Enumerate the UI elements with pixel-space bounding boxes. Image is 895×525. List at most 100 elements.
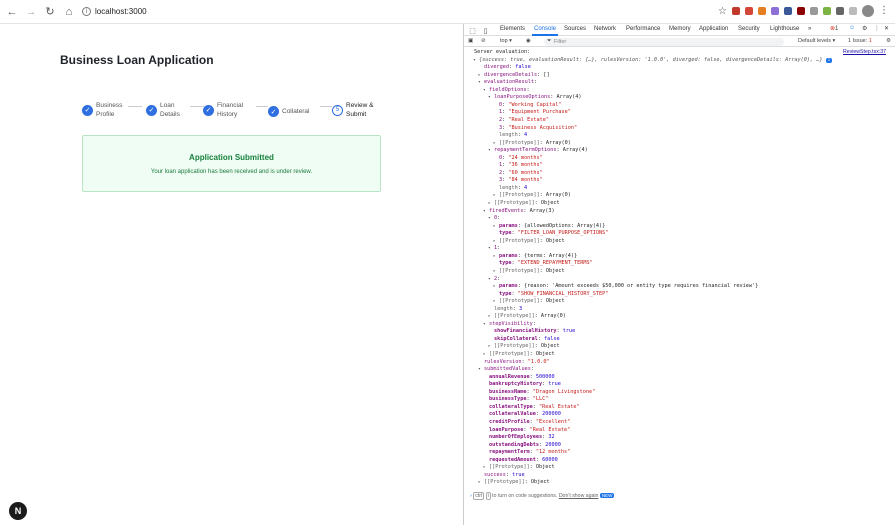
close-devtools-icon[interactable]: ✕ bbox=[884, 26, 890, 32]
site-info-icon[interactable]: i bbox=[82, 7, 91, 16]
tab-application[interactable]: Application bbox=[699, 26, 729, 32]
extension-icon-red[interactable] bbox=[732, 7, 740, 15]
home-icon[interactable]: ⌂ bbox=[65, 5, 73, 18]
console-line[interactable]: ▾2: bbox=[488, 276, 500, 284]
console-line[interactable]: ▾firedEvents: Array(3) bbox=[483, 208, 555, 216]
issues-counter[interactable]: 1 Issue: 1 bbox=[848, 38, 872, 44]
collapsed-triangle-icon[interactable]: ▸ bbox=[488, 344, 491, 350]
expanded-triangle-icon[interactable]: ▾ bbox=[488, 95, 491, 101]
extension-icon-grey[interactable] bbox=[810, 7, 818, 15]
extension-icon-blue[interactable] bbox=[784, 7, 792, 15]
collapsed-triangle-icon[interactable]: ▸ bbox=[493, 193, 496, 199]
extensions-puzzle-icon[interactable] bbox=[836, 7, 844, 15]
bookmark-star-icon[interactable]: ☆ bbox=[718, 5, 727, 17]
tab-console[interactable]: Console bbox=[534, 26, 557, 32]
tab-memory[interactable]: Memory bbox=[669, 26, 691, 32]
console-line[interactable]: ▸[[Prototype]]: Array(0) bbox=[493, 192, 571, 200]
expanded-triangle-icon[interactable]: ▾ bbox=[478, 367, 481, 373]
tab-performance[interactable]: Performance bbox=[626, 26, 661, 32]
collapsed-triangle-icon[interactable]: ▸ bbox=[488, 201, 491, 206]
extension-icon-darkred[interactable] bbox=[797, 7, 805, 15]
console-line[interactable]: ▸[[Prototype]]: Object bbox=[483, 351, 555, 359]
collapsed-triangle-icon[interactable]: ▸ bbox=[488, 314, 491, 320]
forward-icon[interactable]: → bbox=[25, 5, 37, 18]
console-line[interactable]: ▸[[Prototype]]: Object bbox=[478, 479, 550, 487]
console-settings-icon[interactable]: ⚙ bbox=[886, 38, 891, 44]
expanded-triangle-icon[interactable]: ▾ bbox=[478, 80, 481, 86]
log-levels-dropdown[interactable]: Default levels ▾ bbox=[798, 38, 836, 44]
extension-icon-gmail[interactable] bbox=[745, 7, 753, 15]
expanded-triangle-icon[interactable]: ▾ bbox=[483, 321, 486, 327]
filter-input[interactable]: Filter bbox=[544, 38, 784, 46]
extension-icon-purple[interactable] bbox=[771, 7, 779, 15]
collapsed-triangle-icon[interactable]: ▸ bbox=[478, 72, 481, 78]
expanded-triangle-icon[interactable]: ▾ bbox=[488, 246, 491, 252]
nextjs-dev-badge[interactable]: N bbox=[9, 502, 27, 520]
devtools-menu-icon[interactable]: ⋮ bbox=[874, 26, 880, 32]
console-line[interactable]: ▾1: bbox=[488, 245, 500, 253]
console-line[interactable]: ▸params: {allowedOptions: Array(4)} bbox=[493, 223, 605, 231]
expanded-triangle-icon[interactable]: ▾ bbox=[483, 208, 486, 214]
console-line[interactable]: ▾loanPurposeOptions: Array(4) bbox=[488, 94, 581, 102]
collapsed-triangle-icon[interactable]: ▸ bbox=[483, 465, 486, 471]
collapsed-triangle-icon[interactable]: ▸ bbox=[493, 284, 496, 290]
console-line[interactable]: ▸[[Prototype]]: Array(0) bbox=[493, 140, 571, 148]
address-bar[interactable]: i localhost:3000 bbox=[82, 7, 147, 16]
tab-sources[interactable]: Sources bbox=[564, 26, 587, 32]
console-line[interactable]: ▾fieldOptions: bbox=[483, 87, 530, 95]
collapsed-triangle-icon[interactable]: ▸ bbox=[493, 299, 496, 305]
inspect-element-icon[interactable]: ⬚ bbox=[469, 27, 476, 35]
console-line[interactable]: ▾repaymentTermOptions: Array(4) bbox=[488, 147, 588, 155]
console-line[interactable]: ▸[[Prototype]]: Object bbox=[483, 464, 555, 472]
back-icon[interactable]: ← bbox=[6, 5, 18, 18]
console-line[interactable]: ▸[[Prototype]]: Object bbox=[488, 343, 560, 351]
console-line[interactable]: ▸[[Prototype]]: Object bbox=[488, 200, 560, 208]
context-selector[interactable]: top ▾ bbox=[500, 38, 512, 44]
device-toolbar-icon[interactable]: ▯ bbox=[483, 27, 488, 35]
live-expression-eye-icon[interactable]: ◉ bbox=[526, 38, 531, 44]
tab-lighthouse[interactable]: Lighthouse bbox=[770, 26, 800, 32]
browser-menu-icon[interactable]: ⋮ bbox=[879, 5, 889, 16]
sidebar-toggle-icon[interactable]: ▣ bbox=[468, 38, 474, 44]
console-prompt[interactable]: › ctrl i to turn on code suggestions. Do… bbox=[470, 491, 615, 501]
profile-avatar[interactable] bbox=[862, 5, 874, 17]
console-line[interactable]: ▾stepVisibility: bbox=[483, 321, 536, 329]
console-line[interactable]: ▸params: {terms: Array(4)} bbox=[493, 253, 577, 261]
console-line[interactable]: ▸[[Prototype]]: Object bbox=[493, 298, 565, 306]
collapsed-triangle-icon[interactable]: ▸ bbox=[493, 238, 496, 244]
console-line[interactable]: ▾evaluationResult: bbox=[478, 79, 537, 87]
tab-elements[interactable]: Elements bbox=[500, 26, 526, 32]
collapsed-triangle-icon[interactable]: ▸ bbox=[478, 480, 481, 486]
more-tabs-icon[interactable]: » bbox=[808, 26, 812, 32]
expanded-triangle-icon[interactable]: ▾ bbox=[488, 276, 491, 282]
source-location-link[interactable]: ReviewStep.tsx:37 bbox=[843, 49, 886, 55]
expanded-triangle-icon[interactable]: ▾ bbox=[488, 148, 491, 154]
extension-icon-orange[interactable] bbox=[758, 7, 766, 15]
reload-icon[interactable]: ↻ bbox=[45, 6, 55, 18]
tab-security[interactable]: Security bbox=[738, 26, 760, 32]
clear-console-icon[interactable]: ⊘ bbox=[481, 38, 486, 44]
sidebar-icon[interactable] bbox=[849, 7, 857, 15]
extension-icon-lime[interactable] bbox=[823, 7, 831, 15]
settings-gear-icon[interactable]: ⚙ bbox=[862, 26, 868, 32]
dont-show-again-link[interactable]: Don't show again bbox=[558, 492, 599, 499]
console-line[interactable]: ▸divergenceDetails: [] bbox=[478, 72, 550, 80]
console-line[interactable]: ▸[[Prototype]]: Object bbox=[493, 268, 565, 276]
console-line[interactable]: ▸[[Prototype]]: Object bbox=[493, 238, 565, 246]
console-line[interactable]: ▾submittedValues: bbox=[478, 366, 534, 374]
tab-network[interactable]: Network bbox=[594, 26, 617, 32]
expanded-triangle-icon[interactable]: ▾ bbox=[488, 216, 491, 222]
error-counter[interactable]: ⊗1 bbox=[830, 25, 839, 33]
console-line[interactable]: ▾0: bbox=[488, 215, 500, 223]
collapsed-triangle-icon[interactable]: ▸ bbox=[493, 140, 496, 146]
console-line[interactable]: ▸params: {reason: 'Amount exceeds $50,00… bbox=[493, 283, 758, 291]
console-line[interactable]: ▸[[Prototype]]: Array(0) bbox=[488, 313, 566, 321]
expanded-triangle-icon[interactable]: ▾ bbox=[473, 57, 476, 63]
collapsed-triangle-icon[interactable]: ▸ bbox=[493, 268, 496, 274]
console-line[interactable]: ▾{success: true, evaluationResult: {…}, … bbox=[473, 57, 833, 65]
feedback-icon[interactable]: ☺ bbox=[849, 25, 856, 31]
collapsed-triangle-icon[interactable]: ▸ bbox=[483, 352, 486, 357]
collapsed-triangle-icon[interactable]: ▸ bbox=[493, 223, 496, 229]
expanded-triangle-icon[interactable]: ▾ bbox=[483, 87, 486, 93]
collapsed-triangle-icon[interactable]: ▸ bbox=[493, 253, 496, 259]
